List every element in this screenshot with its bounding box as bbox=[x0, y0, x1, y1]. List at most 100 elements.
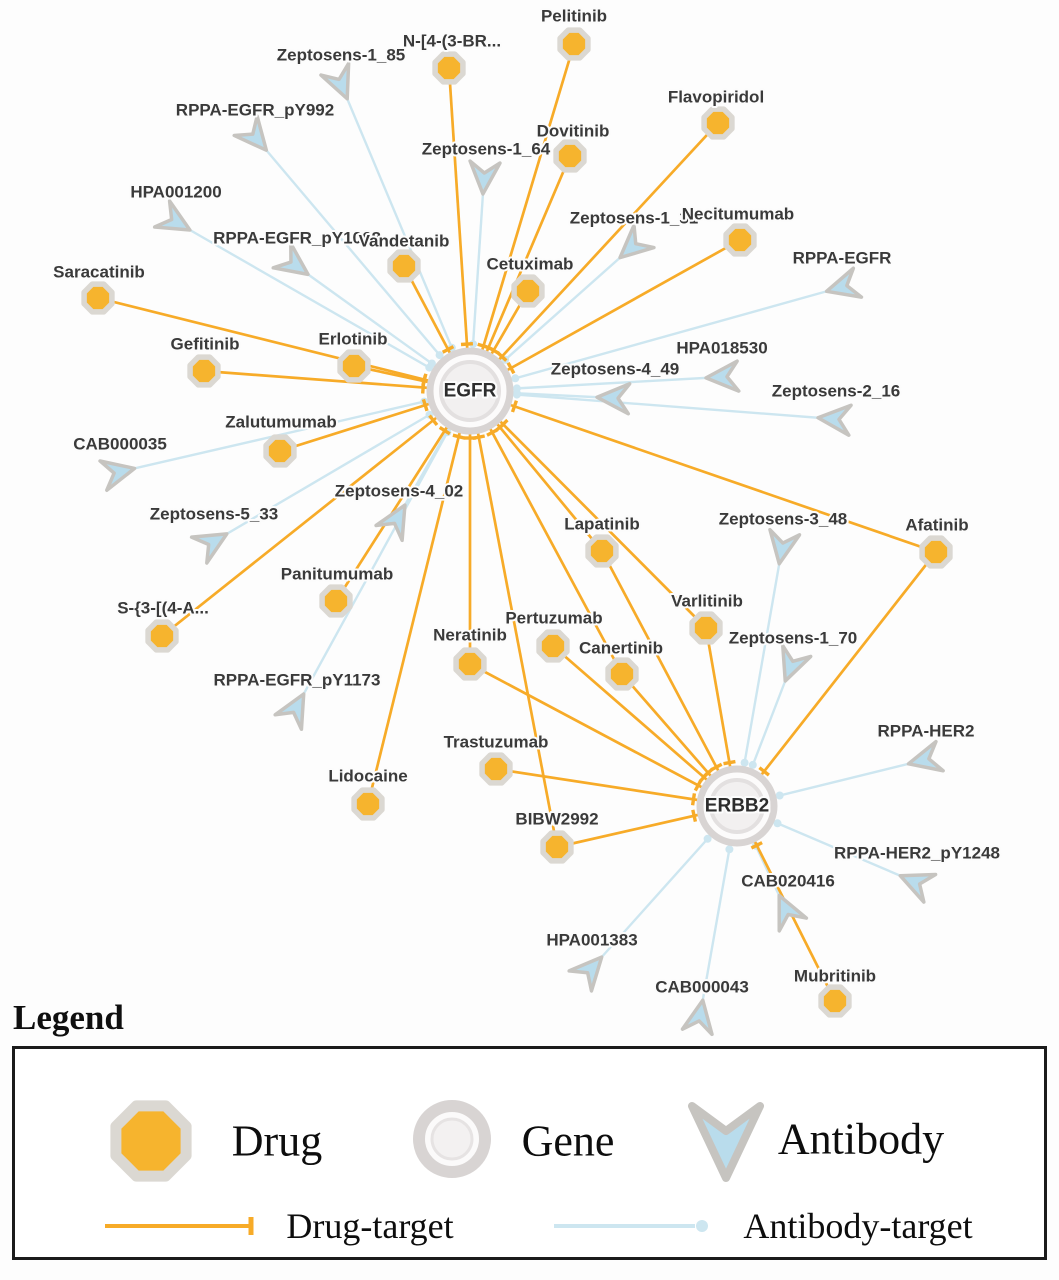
antibody-label: Zeptosens-4_02 bbox=[335, 482, 464, 501]
drug-node bbox=[818, 984, 852, 1018]
antibody-edge-dot bbox=[775, 791, 784, 800]
drug-node bbox=[479, 752, 513, 786]
drug-target-edge bbox=[468, 390, 624, 675]
gene-node-inner bbox=[439, 360, 501, 422]
gene-label: ERBB2 bbox=[705, 796, 769, 817]
drug-node bbox=[187, 354, 221, 388]
drug-edge-cap bbox=[460, 342, 474, 347]
antibody-edge-dot bbox=[703, 834, 712, 843]
drug-target-edge bbox=[552, 644, 738, 808]
drug-node bbox=[605, 657, 639, 691]
drug-edge-cap bbox=[497, 418, 509, 430]
antibody-icon bbox=[688, 1102, 764, 1182]
antibody-node bbox=[906, 739, 945, 773]
antibody-edge-dot bbox=[512, 390, 521, 399]
antibody-edge-dot bbox=[740, 758, 749, 767]
drug-target-edge bbox=[469, 390, 707, 629]
drug-edge-cap bbox=[758, 766, 770, 777]
antibody-node bbox=[680, 998, 714, 1037]
drug-target-edge bbox=[495, 767, 738, 808]
antibody-node bbox=[232, 114, 269, 152]
drug-node bbox=[453, 647, 487, 681]
drug-target-legend-label: Drug-target bbox=[286, 1206, 454, 1246]
drug-label: Panitumumab bbox=[281, 565, 393, 584]
antibody-label: RPPA-EGFR_pY1173 bbox=[214, 671, 381, 690]
gene-legend-label: Gene bbox=[521, 1116, 615, 1166]
drug-target-line-icon bbox=[105, 1217, 254, 1235]
drug-label: Saracatinib bbox=[53, 263, 145, 282]
drug-target-edge bbox=[735, 551, 938, 807]
antibody-node bbox=[319, 61, 351, 101]
antibody-label: Zeptosens-1_70 bbox=[729, 629, 858, 648]
drug-node bbox=[387, 249, 421, 283]
drug-icon bbox=[110, 1100, 192, 1182]
drug-node bbox=[351, 787, 385, 821]
antibody-label: Zeptosens-1_31 bbox=[570, 209, 699, 228]
drug-edge-cap bbox=[487, 345, 500, 355]
drug-node bbox=[263, 434, 297, 468]
gene-label: EGFR bbox=[444, 381, 497, 402]
drug-legend-label: Drug bbox=[231, 1116, 323, 1166]
antibody-legend-label: Antibody bbox=[777, 1114, 945, 1164]
drug-label: Varlitinib bbox=[671, 592, 743, 611]
antibody-target-edge bbox=[469, 285, 843, 393]
drug-label: Dovitinib bbox=[537, 122, 610, 141]
drug-edge-cap bbox=[441, 345, 455, 354]
drug-target-edge bbox=[468, 43, 576, 392]
drug-label: Canertinib bbox=[579, 639, 663, 658]
drug-label: Necitumumab bbox=[682, 205, 794, 224]
antibody-target-edge bbox=[339, 83, 472, 392]
antibody-chevron-shape bbox=[688, 1102, 764, 1182]
drug-label: Cetuximab bbox=[487, 255, 574, 274]
drug-node bbox=[701, 106, 735, 140]
antibody-label: Zeptosens-1_85 bbox=[277, 46, 406, 65]
drug-edge-cap bbox=[486, 428, 499, 437]
drug-edge-cap bbox=[421, 398, 429, 412]
antibody-node bbox=[824, 266, 864, 299]
drug-target-edge bbox=[468, 390, 559, 848]
drug-edge-cap bbox=[421, 374, 427, 388]
antibody-edge-dot bbox=[773, 819, 782, 828]
drug-label: Neratinib bbox=[433, 626, 507, 645]
nodes bbox=[81, 27, 953, 1037]
antibody-target-edge bbox=[118, 389, 471, 474]
drug-edge-cap bbox=[690, 793, 697, 806]
drug-label: Erlotinib bbox=[319, 330, 388, 349]
antibody-label: Zeptosens-2_16 bbox=[772, 382, 901, 401]
drug-node bbox=[432, 51, 466, 85]
antibody-node bbox=[618, 223, 656, 260]
drug-edge-cap bbox=[702, 767, 714, 779]
drug-edge-cap bbox=[691, 809, 698, 822]
drug-node bbox=[723, 223, 757, 257]
drug-node bbox=[511, 274, 545, 308]
legend-box: Drug Gene Antibody Drug-target Antibody-… bbox=[12, 1046, 1047, 1260]
drug-edge-cap bbox=[428, 414, 439, 427]
drug-node bbox=[536, 629, 570, 663]
antibody-node bbox=[374, 503, 407, 543]
drug-label: Zalutumumab bbox=[225, 413, 336, 432]
antibody-node bbox=[768, 527, 802, 566]
gene-node-inner bbox=[709, 778, 765, 834]
gene-icon bbox=[413, 1100, 491, 1178]
drug-label: Lidocaine bbox=[328, 767, 407, 786]
drug-edge-cap bbox=[710, 762, 723, 772]
drug-node bbox=[319, 584, 353, 618]
drug-node bbox=[145, 619, 179, 653]
labels: Zeptosens-1_85RPPA-EGFR_pY992Zeptosens-1… bbox=[51, 5, 1002, 999]
drug-edge-cap bbox=[506, 361, 516, 375]
drug-label: N-[4-(3-BR... bbox=[403, 32, 501, 51]
antibody-label: CAB000035 bbox=[73, 435, 167, 454]
drug-label: Pelitinib bbox=[541, 7, 607, 26]
antibody-node bbox=[898, 872, 938, 904]
antibody-edge-dot bbox=[725, 845, 734, 854]
drug-target-edge bbox=[469, 238, 741, 393]
antibody-edges bbox=[118, 83, 925, 1017]
antibody-target-edge bbox=[175, 220, 471, 393]
antibody-node bbox=[777, 893, 809, 933]
antibody-label: HPA001200 bbox=[130, 183, 221, 202]
antibody-label: Zeptosens-1_64 bbox=[422, 140, 551, 159]
antibody-edge-dot bbox=[427, 359, 436, 368]
drug-node bbox=[337, 349, 371, 383]
antibody-node bbox=[271, 241, 310, 277]
